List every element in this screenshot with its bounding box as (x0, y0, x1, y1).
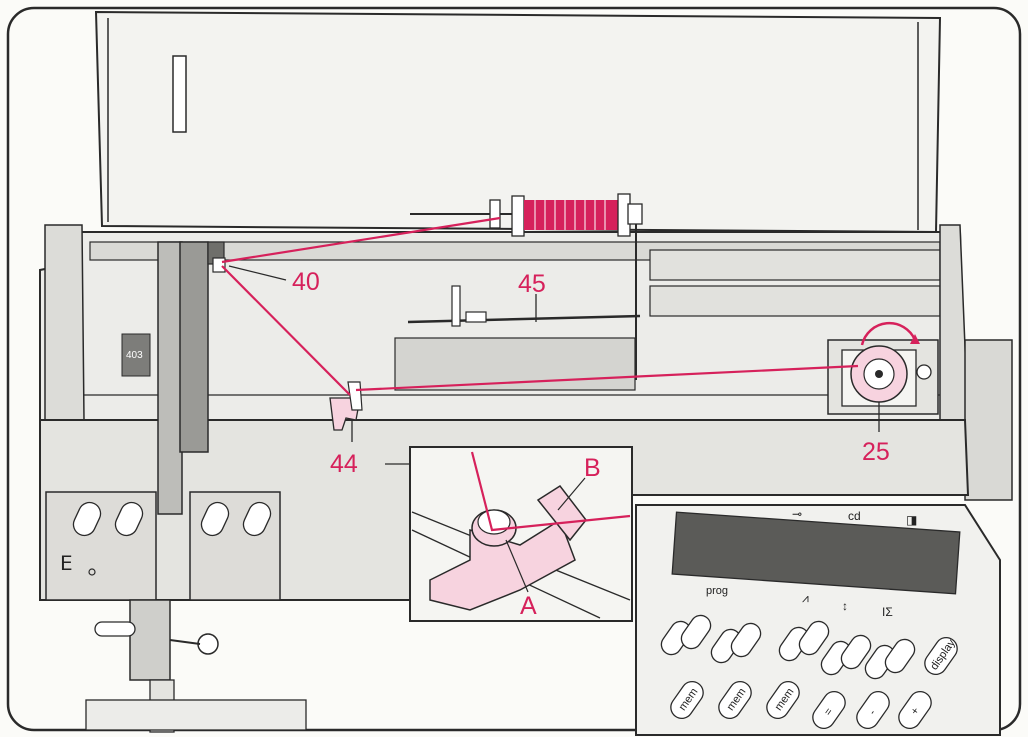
key-mem-1[interactable] (667, 677, 708, 722)
needle-button[interactable] (198, 499, 232, 539)
stitch-width-icon: ⩘ (802, 591, 809, 605)
control-panel: ⊸ cd ◨ prog ⩘ ↕ ΙΣ mem (635, 504, 1001, 736)
key-a-plus[interactable] (727, 620, 764, 661)
spool-guide-40 (212, 257, 226, 273)
second-spool-pin (407, 285, 641, 327)
key-prog-plus[interactable] (677, 612, 714, 653)
key-mem-3[interactable] (763, 677, 804, 722)
bobbin-symbol-icon: ⴹ (60, 553, 73, 575)
presser-button[interactable] (240, 499, 274, 539)
stitch-buttons-left (70, 499, 274, 539)
lid-slot (172, 55, 187, 133)
callout-b: B (584, 454, 601, 482)
key-minus[interactable] (853, 687, 894, 732)
panel-mark-2: cd (848, 509, 861, 523)
key-mem-2[interactable] (715, 677, 756, 722)
key-length-plus[interactable] (837, 632, 874, 673)
callout-44: 44 (330, 450, 358, 478)
thread-path (221, 216, 859, 396)
prog-label: prog (706, 585, 728, 597)
callout-a: A (520, 592, 537, 620)
key-plus[interactable] (895, 687, 936, 732)
panel-mark-1: ⊸ (792, 507, 802, 521)
thread-spool (524, 200, 618, 230)
stitch-length-icon: ↕ (842, 599, 848, 613)
spool-pin (410, 193, 643, 380)
presser-foot-assembly (85, 599, 307, 733)
detail-inset: A B (409, 446, 633, 622)
tension-dial (121, 333, 151, 377)
mirror-icon: ΙΣ (882, 605, 893, 619)
key-equal[interactable] (809, 687, 850, 732)
callout-25: 25 (862, 438, 890, 466)
reverse-button[interactable] (70, 499, 104, 539)
panel-mark-3: ◨ (906, 513, 917, 527)
key-display[interactable] (921, 633, 962, 678)
key-mirror-plus[interactable] (881, 636, 918, 677)
display-window (671, 511, 961, 595)
key-width-plus[interactable] (795, 618, 832, 659)
function-keys: mem mem mem = - + display (667, 633, 962, 732)
bobbin-winder (827, 321, 939, 415)
fast-button[interactable] (112, 499, 146, 539)
thread-takeup-column (157, 241, 226, 515)
callout-40: 40 (292, 268, 320, 296)
callout-45: 45 (518, 270, 546, 298)
key-minus-label: - (867, 707, 879, 717)
svg-text:403: 403 (126, 350, 143, 361)
adjust-keys (660, 612, 918, 680)
